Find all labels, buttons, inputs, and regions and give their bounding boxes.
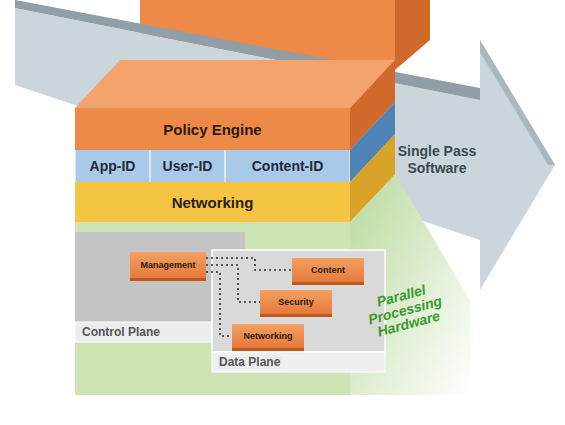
dotted-connector [206, 272, 232, 336]
networking-layer: Networking [75, 182, 350, 222]
data-plane: Data Plane ContentSecurityNetworking [212, 250, 385, 372]
node-text: Single Pass Software [385, 143, 489, 177]
networking-block: Networking [232, 324, 304, 348]
hardware-region: Parallel Processing HardwareControl Plan… [75, 222, 450, 400]
dotted-connector [206, 265, 260, 302]
user-id-cell: User-ID [150, 150, 225, 182]
node-text: Parallel Processing Hardware [356, 277, 454, 343]
single-pass-label: Single Pass Software [385, 128, 489, 192]
content-id-cell: Content-ID [225, 150, 350, 182]
content-block: Content [292, 258, 364, 282]
node-text: Data Plane [217, 355, 282, 369]
node-text: Policy Engine [163, 121, 261, 138]
node-text: Management [140, 260, 195, 270]
security-block: Security [260, 290, 332, 314]
node-text: Networking [243, 331, 292, 341]
control-plane: Control Plane Management [75, 232, 245, 342]
app-id-cell: App-ID [75, 150, 150, 182]
arrow-head-edge [480, 40, 555, 165]
data-plane-front [212, 352, 385, 372]
dotted-connector [206, 258, 292, 270]
node-text: Security [278, 297, 314, 307]
management-block: Management [130, 252, 206, 278]
node-text: User-ID [163, 158, 213, 174]
policy-engine-layer: Policy Engine [75, 108, 350, 150]
node-text: Control Plane [80, 325, 162, 339]
node-text: Content-ID [252, 158, 324, 174]
back-block-side [395, 0, 430, 70]
stack-top-face [75, 60, 395, 108]
networking-side [350, 134, 395, 222]
node-text: Content [311, 265, 345, 275]
node-text: Networking [172, 194, 254, 211]
node-text: App-ID [90, 158, 136, 174]
